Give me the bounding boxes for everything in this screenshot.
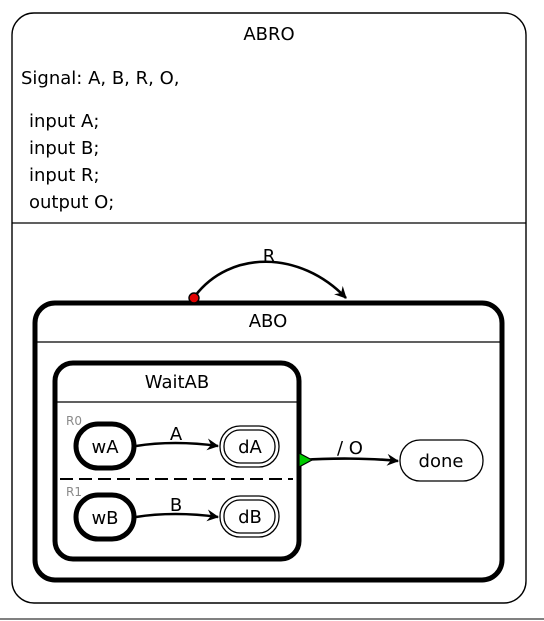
region-label-r1: R1 bbox=[66, 485, 82, 499]
state-waitab-title: WaitAB bbox=[145, 372, 209, 393]
transition-b-label: B bbox=[170, 495, 182, 516]
state-db[interactable]: dB bbox=[219, 495, 280, 538]
region-label-r0: R0 bbox=[66, 414, 82, 428]
initial-state-marker bbox=[188, 292, 200, 304]
transition-a-label: A bbox=[170, 424, 183, 445]
transition-b[interactable]: B bbox=[135, 495, 219, 522]
transition-reset-label: R bbox=[263, 246, 276, 267]
state-wa-label: wA bbox=[91, 437, 119, 458]
state-abo-title: ABO bbox=[249, 311, 288, 332]
state-da[interactable]: dA bbox=[219, 425, 280, 468]
state-abro-title: ABRO bbox=[243, 24, 294, 45]
termination-marker bbox=[298, 451, 314, 469]
declaration-line: input A; bbox=[29, 111, 99, 132]
transition-reset[interactable]: R bbox=[193, 246, 347, 299]
signal-declaration: Signal: A, B, R, O, bbox=[21, 68, 179, 89]
transition-done-label: / O bbox=[337, 438, 363, 459]
state-da-label: dA bbox=[238, 437, 262, 458]
state-wa[interactable]: wA bbox=[73, 421, 137, 471]
state-wb-label: wB bbox=[91, 508, 118, 529]
state-wb[interactable]: wB bbox=[73, 492, 137, 542]
declaration-line: input B; bbox=[29, 138, 99, 159]
declaration-line: input R; bbox=[29, 165, 100, 186]
declaration-line: output O; bbox=[29, 192, 114, 213]
transition-a[interactable]: A bbox=[135, 424, 219, 451]
state-db-label: dB bbox=[238, 507, 262, 528]
state-done-label: done bbox=[419, 451, 464, 472]
state-done[interactable]: done bbox=[399, 439, 484, 482]
